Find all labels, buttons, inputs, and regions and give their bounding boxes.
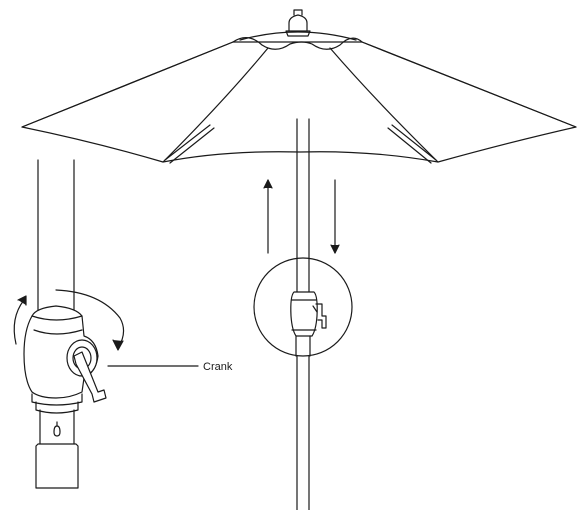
rotate-arrow-icon bbox=[13, 289, 125, 351]
rib-bracket-left bbox=[164, 124, 215, 164]
magnifier-circle-icon bbox=[253, 257, 353, 357]
canopy-outline bbox=[21, 41, 577, 163]
umbrella-canopy bbox=[21, 31, 577, 164]
up-arrow-icon bbox=[263, 179, 273, 254]
detail-lower-sleeve bbox=[35, 443, 79, 489]
detail-lower-pole bbox=[39, 409, 75, 445]
canopy-rib-front-right bbox=[329, 47, 439, 163]
down-arrow-icon bbox=[330, 179, 340, 254]
finial-icon bbox=[285, 9, 311, 37]
canopy-rib-right bbox=[361, 41, 577, 128]
collar-ring-1 bbox=[31, 393, 83, 406]
callout-label-crank: Crank bbox=[203, 361, 233, 373]
housing-band-top bbox=[31, 315, 83, 321]
housing-band-mid bbox=[33, 329, 83, 335]
canopy-rib-front-left bbox=[162, 47, 269, 163]
rib-bracket-right bbox=[387, 124, 437, 164]
crank-handle bbox=[73, 351, 107, 403]
canopy-crown-ruffle bbox=[232, 37, 363, 50]
collar-ring-2 bbox=[35, 401, 79, 414]
canopy-rib-left bbox=[21, 41, 234, 128]
crank-detail-view bbox=[23, 159, 107, 489]
lock-button-icon bbox=[53, 421, 61, 437]
canopy-crown-top bbox=[239, 31, 357, 41]
